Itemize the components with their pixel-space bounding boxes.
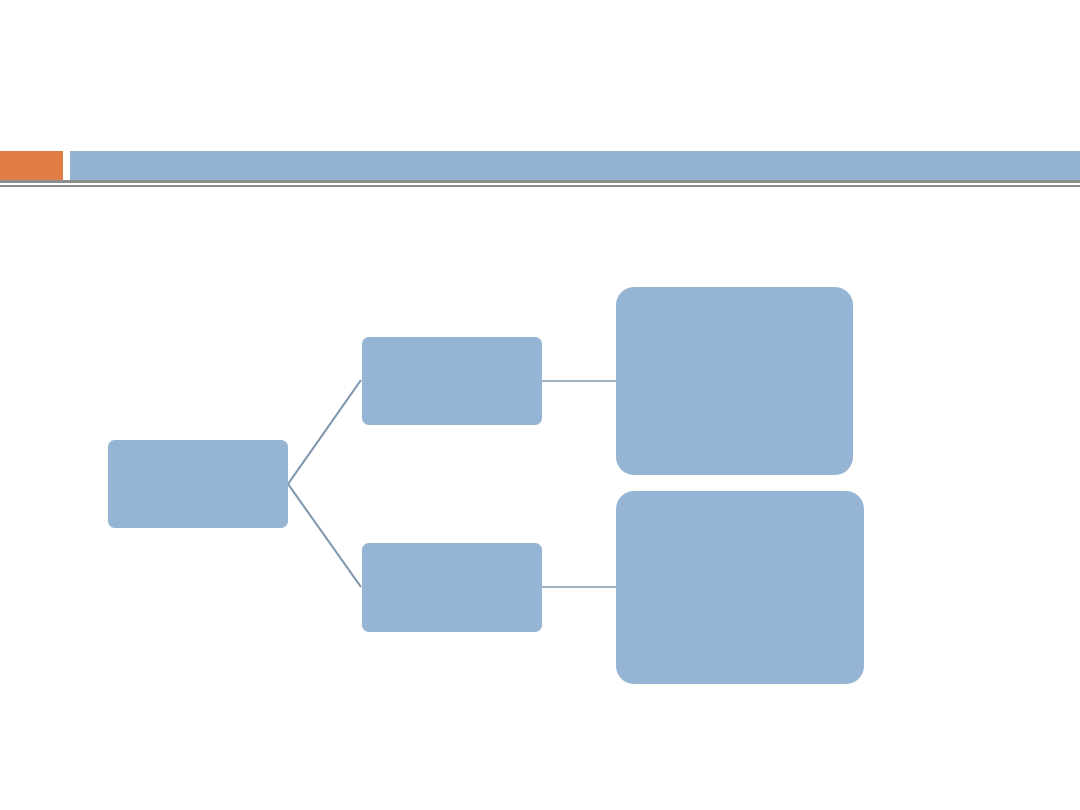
diagram-branch-node-bottom bbox=[362, 543, 542, 632]
header-rule-upper bbox=[0, 180, 1080, 183]
diagram-root-node bbox=[108, 440, 288, 528]
diagram-detail-node-top bbox=[616, 287, 853, 475]
header-rule-lower bbox=[0, 185, 1080, 187]
connector-root-to-top-branch bbox=[287, 379, 362, 485]
header-title-bar bbox=[70, 151, 1080, 180]
header-accent-block bbox=[0, 151, 63, 180]
diagram-branch-node-top bbox=[362, 337, 542, 425]
connector-root-to-bottom-branch bbox=[287, 483, 362, 588]
diagram-detail-node-bottom bbox=[616, 491, 864, 684]
